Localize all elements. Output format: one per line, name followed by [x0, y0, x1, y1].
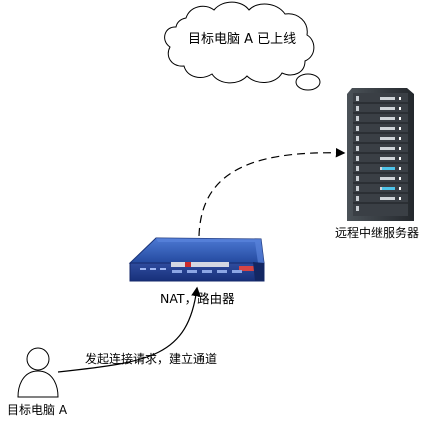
connection-request-arrow: [57, 286, 201, 373]
dashed-connection-arrow: [198, 147, 346, 237]
target-computer-user-icon: [17, 347, 59, 398]
user-label: 目标电脑 A: [7, 403, 68, 417]
cloud-message-text: 目标电脑 A 已上线: [188, 32, 297, 47]
server-label: 远程中继服务器: [335, 226, 420, 240]
cloud-bubble: [164, 1, 321, 91]
router-label: NAT，路由器: [160, 291, 235, 306]
router-icon: [128, 237, 265, 282]
request-label: 发起连接请求，建立通道: [85, 352, 218, 366]
relay-server-icon: [347, 88, 414, 221]
